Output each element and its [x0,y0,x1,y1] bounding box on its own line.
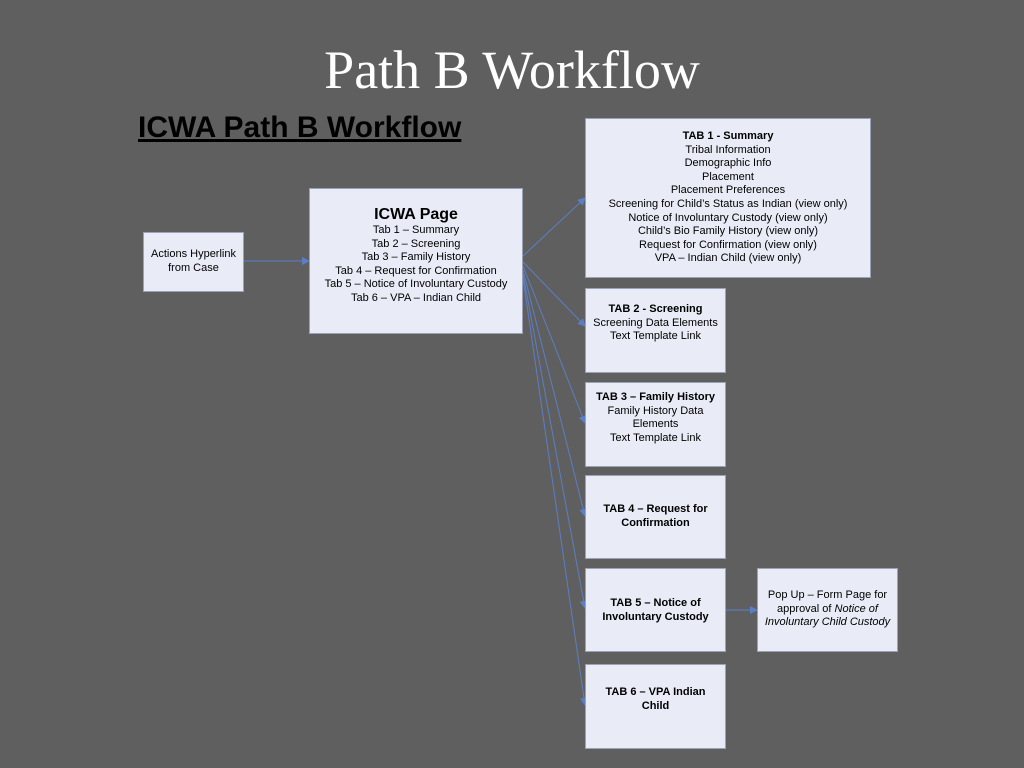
connector-icwa-to-tab4 [522,269,588,517]
diagram-subtitle: ICWA Path B Workflow [138,111,462,144]
tab1-heading: TAB 1 - Summary [682,130,774,142]
tab1-summary-box[interactable]: TAB 1 - Summary Tribal Information Demog… [585,118,871,278]
tab3-item: Text Template Link [610,431,701,444]
icwa-tab-item: Tab 3 – Family History [361,251,471,264]
icwa-tab-item: Tab 4 – Request for Confirmation [335,264,497,277]
tab1-item: Tribal Information [685,143,771,156]
tab1-item: Screening for Child’s Status as Indian (… [608,197,848,210]
tab1-item: Demographic Info [684,157,772,170]
popup-line-3: Involuntary Child Custody [764,616,891,629]
icwa-tab-item: Tab 6 – VPA – Indian Child [350,291,482,304]
tab2-screening-box[interactable]: TAB 2 - Screening Screening Data Element… [585,288,726,373]
tab3-item: Family History Data [607,404,704,417]
connector-icwa-to-tab3 [522,265,587,424]
tab6-heading-line-1: TAB 6 – VPA Indian [605,686,706,698]
icwa-tab-item: Tab 1 – Summary [372,224,460,236]
tab1-item: VPA – Indian Child (view only) [654,252,802,265]
tab6-heading-line-2: Child [641,699,670,712]
tab1-item: Placement Preferences [670,184,786,197]
tab2-item: Text Template Link [610,330,701,343]
popup-line-2-italic: Notice of [834,602,878,615]
tab4-heading-line-2: Confirmation [621,516,690,529]
tab2-item: Screening Data Elements [593,316,718,329]
connector-icwa-to-tab2 [522,261,586,327]
tab1-item: Request for Confirmation (view only) [639,238,817,251]
tab4-request-confirmation-box[interactable]: TAB 4 – Request for Confirmation [585,475,726,559]
connector-icwa-to-tab5 [522,273,588,609]
actions-hyperlink-box[interactable]: Actions Hyperlink from Case [143,232,244,292]
tab5-heading-line-1: TAB 5 – Notice of [610,597,701,609]
tab5-notice-involuntary-custody-box[interactable]: TAB 5 – Notice of Involuntary Custody [585,568,726,652]
tab1-item: Child’s Bio Family History (view only) [637,225,819,238]
tab2-heading: TAB 2 - Screening [608,303,703,315]
tab1-item: Placement [702,170,754,183]
icwa-page-heading: ICWA Page [374,206,458,223]
popup-form-page-box[interactable]: Pop Up – Form Page for approval of Notic… [757,568,898,652]
tab4-heading-line-1: TAB 4 – Request for [603,503,708,515]
tab3-family-history-box[interactable]: TAB 3 – Family History Family History Da… [585,382,726,467]
connector-icwa-to-tab6 [522,277,588,706]
icwa-page-box[interactable]: ICWA Page Tab 1 – Summary Tab 2 – Screen… [309,188,523,334]
tab6-vpa-indian-child-box[interactable]: TAB 6 – VPA Indian Child [585,664,726,749]
tab3-item: Elements [632,418,679,431]
actions-line-1: Actions Hyperlink [151,248,236,260]
slide-title: Path B Workflow [324,40,700,100]
tab3-heading: TAB 3 – Family History [596,391,715,403]
actions-line-2: from Case [168,261,219,274]
popup-line-1: Pop Up – Form Page for [767,589,888,601]
popup-line-2-plain: approval of [777,602,835,615]
popup-line-2: approval of Notice of [758,603,897,617]
tab5-heading-line-2: Involuntary Custody [602,610,709,623]
icwa-tab-item: Tab 5 – Notice of Involuntary Custody [324,278,508,291]
icwa-tab-item: Tab 2 – Screening [371,237,461,250]
connector-icwa-to-tab1 [522,197,586,257]
tab1-item: Notice of Involuntary Custody (view only… [628,211,828,224]
